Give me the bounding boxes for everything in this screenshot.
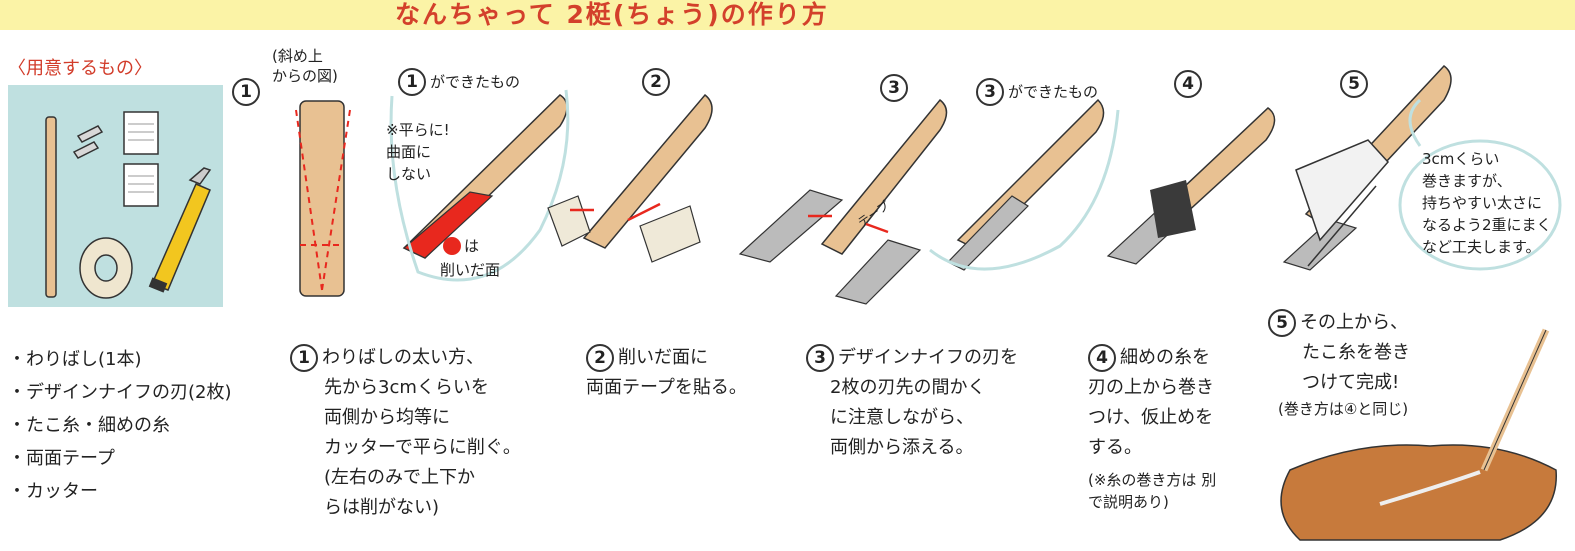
step-line: その上から、 bbox=[1300, 312, 1408, 333]
step-line: 両側から均等に bbox=[324, 407, 450, 428]
wrap-note-line: 3cmくらい bbox=[1422, 150, 1500, 168]
materials-list: ・わりばし(1本) ・デザインナイフの刃(2枚) ・たこ糸・細めの糸 ・両面テー… bbox=[8, 343, 232, 508]
step1-top-view bbox=[295, 100, 351, 297]
materials-heading: 〈用意するもの〉 bbox=[8, 58, 152, 79]
step1-marker: 1 bbox=[232, 78, 264, 106]
step-line: 削いだ面に bbox=[618, 347, 708, 368]
step-line: たこ糸を巻き bbox=[1302, 342, 1410, 363]
step3-stick-blades bbox=[738, 98, 948, 305]
step-line: わりばしの太い方、 bbox=[322, 347, 484, 368]
step-line: 先から3cmくらいを bbox=[324, 377, 489, 398]
step5-number: 5 bbox=[1268, 309, 1296, 337]
step5-stick-wrapped bbox=[1282, 65, 1562, 271]
material-item: ・カッター bbox=[8, 481, 98, 502]
wrap-note: 3cmくらい 巻きますが、 持ちやすい太さに なるよう2重にまく など工夫します… bbox=[1422, 148, 1552, 258]
step4-note: (※糸の巻き方は 別 bbox=[1088, 471, 1217, 489]
step-line: らは削がない) bbox=[324, 497, 440, 518]
step4-stick-thread bbox=[1106, 107, 1276, 265]
flat-note-3: しない bbox=[386, 165, 432, 183]
wrap-note-line: 巻きますが、 bbox=[1422, 172, 1512, 190]
materials-illustration bbox=[45, 111, 212, 299]
step1-done-stick bbox=[389, 89, 570, 282]
step2-stick-tape bbox=[547, 93, 713, 263]
step-line: 両側から添える。 bbox=[830, 437, 974, 458]
material-item: ・たこ糸・細めの糸 bbox=[8, 415, 170, 436]
title-band bbox=[0, 0, 1575, 30]
step-line: 2枚の刃先の間かく bbox=[830, 377, 986, 398]
shaved-key-label-2: 削いだ面 bbox=[440, 261, 501, 279]
flat-note-1: ※平らに! bbox=[386, 121, 450, 139]
step2-number: 2 bbox=[586, 344, 614, 372]
flat-note-2: 曲面に bbox=[386, 143, 432, 161]
step5-marker: 5 bbox=[1340, 70, 1372, 98]
step-line: 細めの糸を bbox=[1120, 347, 1210, 368]
step-line: 両面テープを貼る。 bbox=[586, 377, 747, 398]
diagonal-view-label: (斜め上 bbox=[272, 47, 323, 65]
step2-marker: 2 bbox=[642, 68, 674, 96]
step-line: に注意しながら、 bbox=[830, 407, 974, 428]
step3-done-stick bbox=[929, 98, 1120, 271]
page-title: なんちゃって 2梃(ちょう)の作り方 bbox=[395, 0, 829, 29]
step5-note: (巻き方は④と同じ) bbox=[1278, 400, 1409, 418]
wrap-note-line: なるよう2重にまく bbox=[1422, 216, 1552, 234]
step3-marker: 3 bbox=[880, 74, 912, 102]
wrap-note-line: 持ちやすい太さに bbox=[1422, 194, 1543, 212]
shaved-key-label: は bbox=[464, 237, 480, 255]
step-line: (左右のみで上下か bbox=[324, 467, 476, 488]
step-line: デザインナイフの刃を bbox=[838, 347, 1018, 368]
step-line: カッターで平らに削ぐ。 bbox=[324, 437, 521, 458]
material-item: ・デザインナイフの刃(2枚) bbox=[8, 382, 232, 403]
step1-number: 1 bbox=[290, 344, 318, 372]
material-item: ・わりばし(1本) bbox=[8, 349, 142, 370]
finished-illustration bbox=[1280, 328, 1557, 541]
step4-note: で説明あり) bbox=[1088, 493, 1169, 511]
diagonal-view-label-2: からの図) bbox=[272, 67, 338, 85]
step3-number: 3 bbox=[806, 344, 834, 372]
step-line: つけ、仮止めを bbox=[1088, 407, 1214, 428]
material-item: ・両面テープ bbox=[8, 448, 115, 469]
step-line: する。 bbox=[1088, 437, 1142, 458]
step-line: 刃の上から巻き bbox=[1088, 377, 1214, 398]
step-line: つけて完成! bbox=[1302, 372, 1400, 393]
step4-number: 4 bbox=[1088, 344, 1116, 372]
wrap-note-line: など工夫します。 bbox=[1422, 238, 1541, 256]
step4-marker: 4 bbox=[1174, 70, 1206, 98]
